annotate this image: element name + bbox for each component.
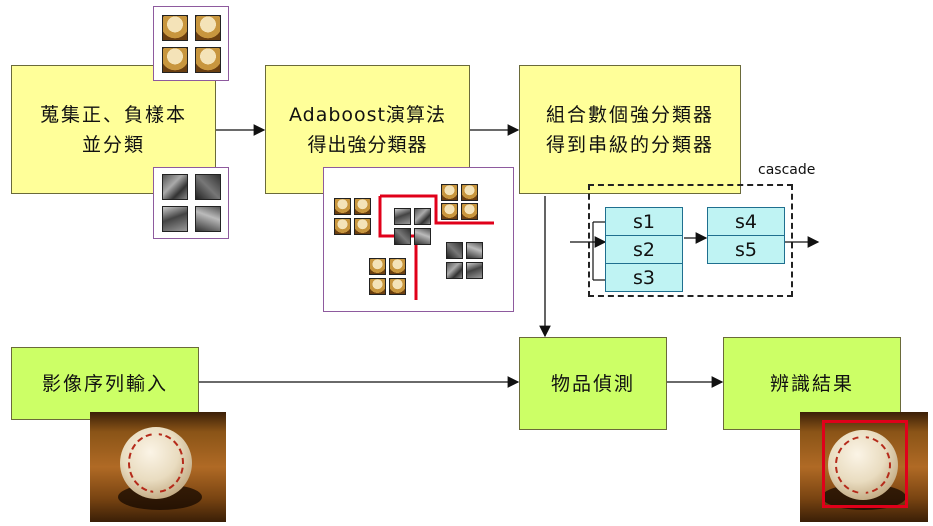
texture-patch-icon bbox=[466, 262, 483, 279]
bread-patch-icon bbox=[441, 184, 458, 201]
image-sequence-input-box: 影像序列輸入 bbox=[11, 347, 199, 420]
collect-samples-line2: 並分類 bbox=[81, 133, 145, 156]
texture-patch-icon bbox=[195, 206, 221, 232]
bread-patch-icon bbox=[162, 15, 188, 41]
bread-patch-icon bbox=[389, 258, 406, 275]
cascade-stage-s2: s2 bbox=[605, 235, 683, 264]
cascade-dashed-box bbox=[588, 184, 793, 297]
result-baseball-photo-icon bbox=[800, 412, 928, 522]
bread-patch-icon bbox=[195, 15, 221, 41]
texture-patch-icon bbox=[394, 228, 411, 245]
combine-line1: 組合數個強分類器 bbox=[545, 103, 714, 126]
cascade-stage-s3: s3 bbox=[605, 263, 683, 292]
positive-samples-thumbnail bbox=[153, 6, 229, 81]
cascade-label: cascade bbox=[758, 162, 816, 178]
bread-patch-icon bbox=[369, 278, 386, 295]
bread-patch-icon bbox=[369, 258, 386, 275]
negative-samples-thumbnail bbox=[153, 167, 229, 239]
collect-samples-line1: 蒐集正、負樣本 bbox=[39, 103, 187, 126]
cascade-stage-s5: s5 bbox=[707, 235, 785, 264]
cascade-stage-s1: s1 bbox=[605, 207, 683, 236]
bread-patch-icon bbox=[441, 203, 458, 220]
texture-patch-icon bbox=[394, 208, 411, 225]
object-detection-box: 物品偵測 bbox=[519, 337, 667, 430]
cascade-stage-s4: s4 bbox=[707, 207, 785, 236]
bread-patch-icon bbox=[389, 278, 406, 295]
adaboost-line1: Adaboost演算法 bbox=[288, 103, 447, 126]
bread-patch-icon bbox=[461, 203, 478, 220]
texture-patch-icon bbox=[414, 228, 431, 245]
baseball-photo-icon bbox=[90, 412, 226, 522]
detection-frame bbox=[822, 420, 908, 508]
combine-classifiers-box: 組合數個強分類器 得到串級的分類器 bbox=[519, 65, 741, 194]
bread-patch-icon bbox=[461, 184, 478, 201]
texture-patch-icon bbox=[414, 208, 431, 225]
bread-patch-icon bbox=[334, 218, 351, 235]
classifier-separation-illustration bbox=[323, 167, 514, 312]
combine-line2: 得到串級的分類器 bbox=[545, 133, 714, 156]
adaboost-line2: 得出強分類器 bbox=[307, 133, 428, 156]
texture-patch-icon bbox=[162, 174, 188, 200]
texture-patch-icon bbox=[446, 242, 463, 259]
bread-patch-icon bbox=[195, 47, 221, 73]
bread-patch-icon bbox=[334, 198, 351, 215]
bread-patch-icon bbox=[354, 198, 371, 215]
texture-patch-icon bbox=[162, 206, 188, 232]
texture-patch-icon bbox=[466, 242, 483, 259]
texture-patch-icon bbox=[195, 174, 221, 200]
texture-patch-icon bbox=[446, 262, 463, 279]
bread-patch-icon bbox=[354, 218, 371, 235]
bread-patch-icon bbox=[162, 47, 188, 73]
